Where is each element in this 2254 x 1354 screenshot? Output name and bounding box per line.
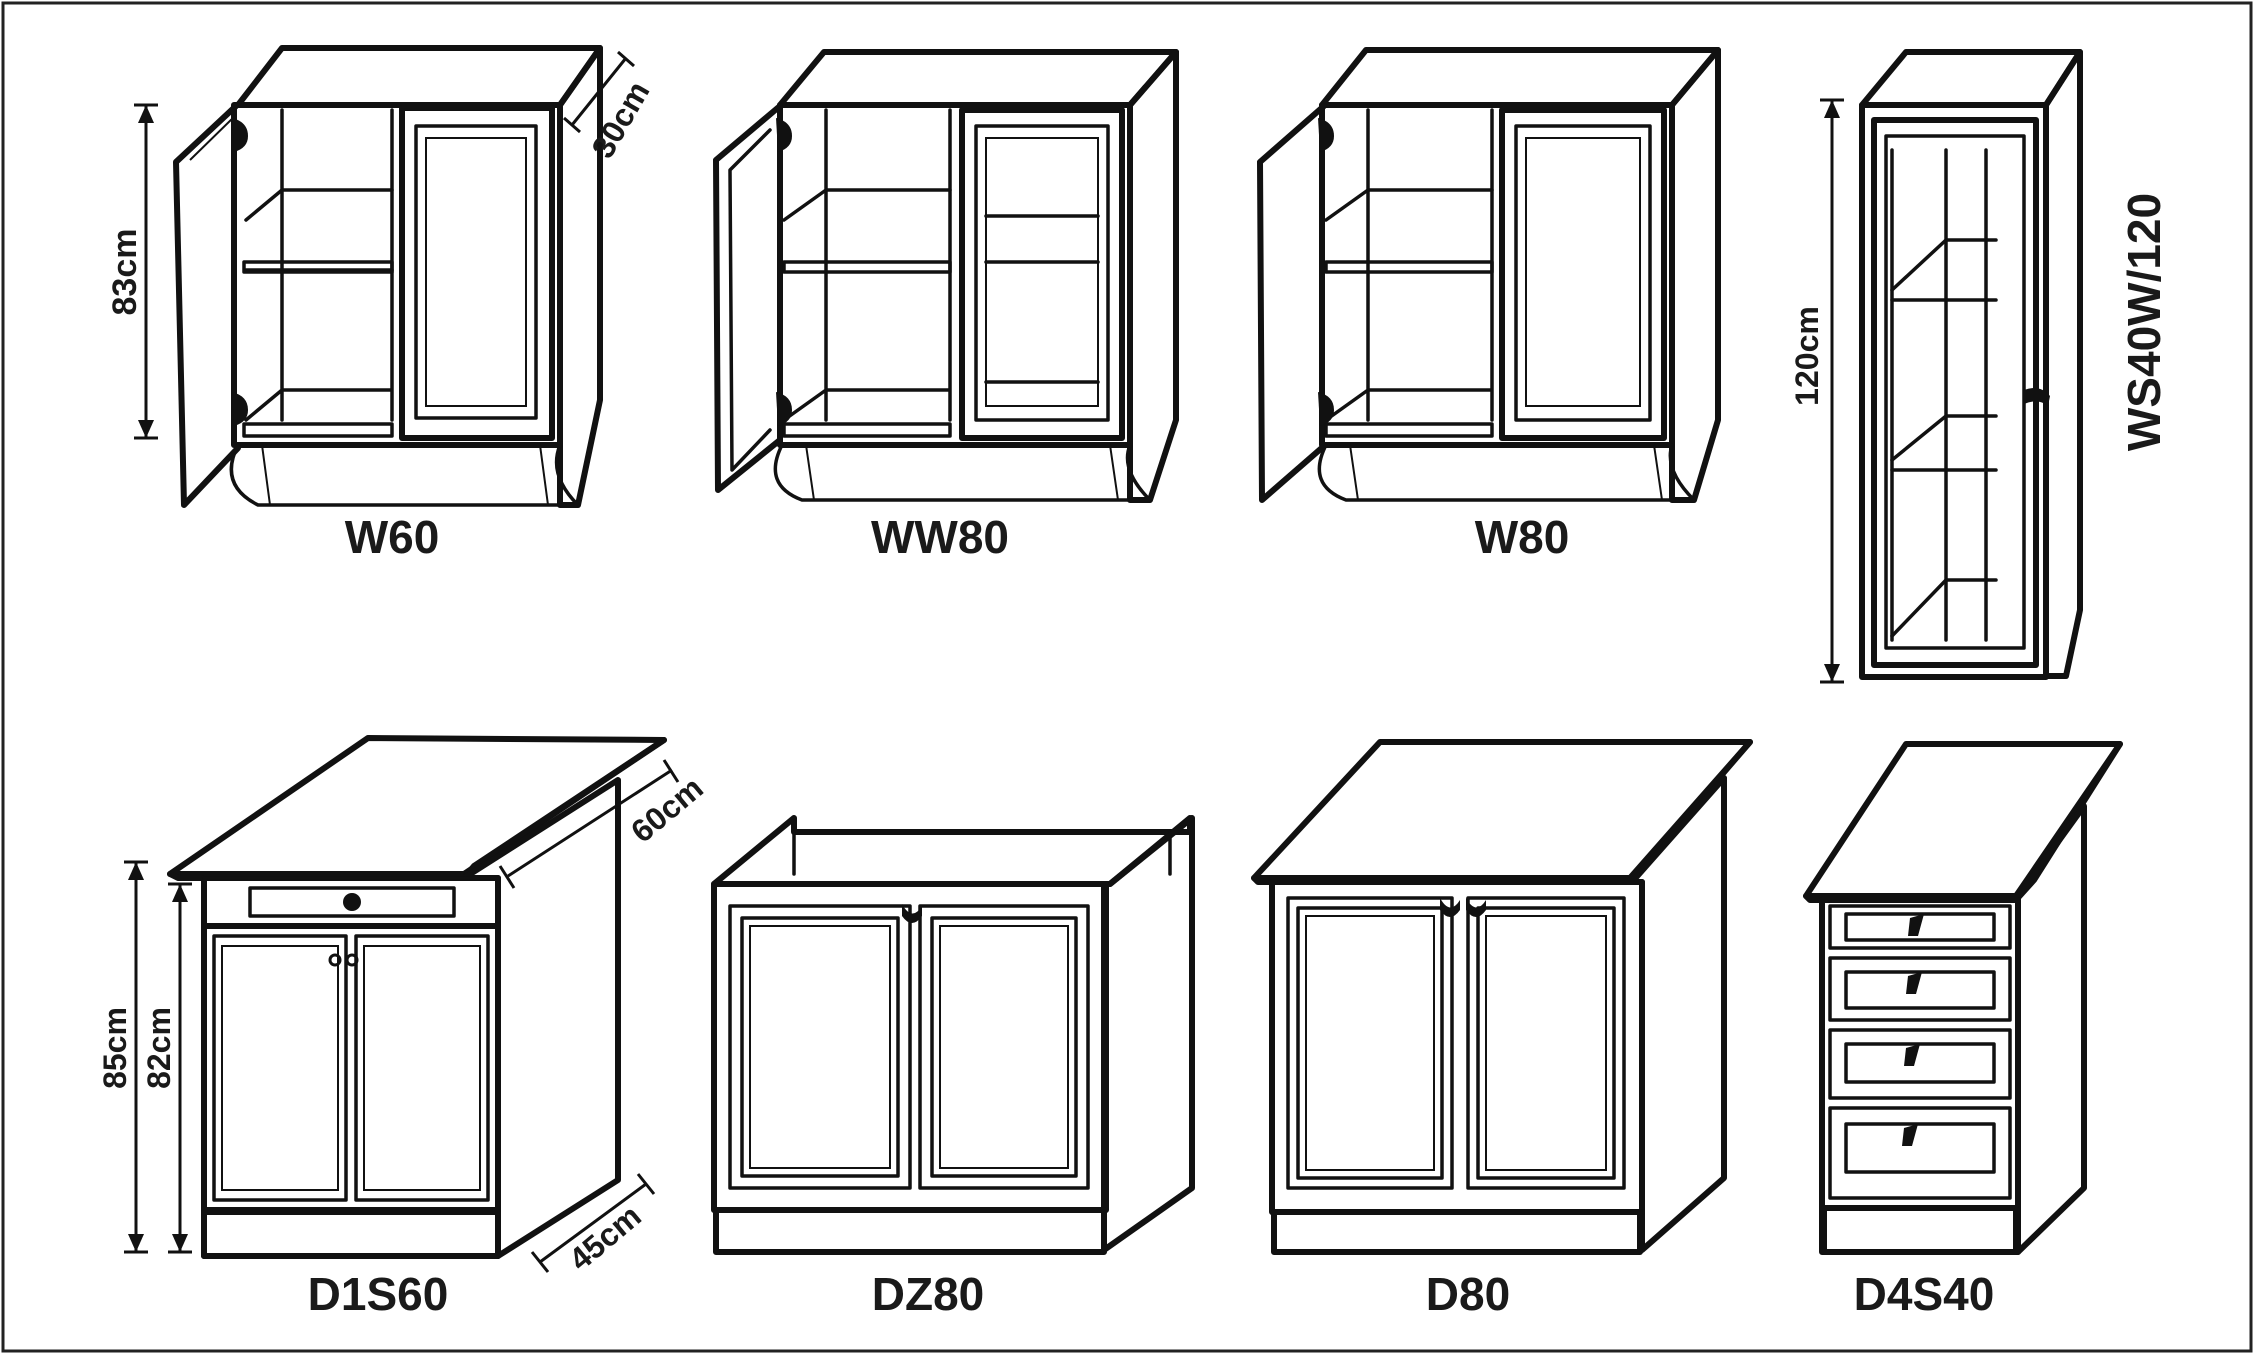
label-d80: D80 [1426, 1268, 1510, 1320]
dim-wall-height-label: 83cm [106, 229, 144, 316]
cabinet-d4s40 [1803, 741, 2123, 1255]
dimension-base-total-height [124, 860, 148, 1254]
label-ws40w120: WS40W/120 [2118, 193, 2170, 451]
cabinet-w60 [173, 45, 603, 508]
dim-top-depth-label: 60cm [624, 769, 710, 849]
dimension-base-depth [530, 1173, 656, 1273]
label-dz80: DZ80 [872, 1268, 984, 1320]
cabinet-d80 [1251, 739, 1753, 1255]
cabinet-d1s60 [167, 735, 667, 1259]
cabinet-ws40w120 [1859, 49, 2083, 680]
label-d1s60: D1S60 [308, 1268, 449, 1320]
dimension-tall-height [1820, 98, 1844, 684]
label-w60: W60 [345, 511, 440, 563]
label-ww80: WW80 [871, 511, 1009, 563]
dimension-wall-depth [563, 50, 635, 134]
dimension-top-depth [498, 759, 680, 889]
dim-tall-height-label: 120cm [1789, 306, 1825, 406]
dim-base-total-height-label: 85cm [97, 1007, 133, 1089]
label-w80: W80 [1475, 511, 1570, 563]
dimension-base-body-height [168, 882, 192, 1254]
dimension-wall-height [134, 103, 158, 440]
cabinet-ww80 [713, 49, 1179, 503]
cabinet-w80 [1257, 47, 1721, 503]
dim-base-body-height-label: 82cm [141, 1007, 177, 1089]
cabinet-dz80 [711, 815, 1195, 1255]
label-d4s40: D4S40 [1854, 1268, 1995, 1320]
dim-wall-depth-label: 30cm [584, 75, 656, 164]
